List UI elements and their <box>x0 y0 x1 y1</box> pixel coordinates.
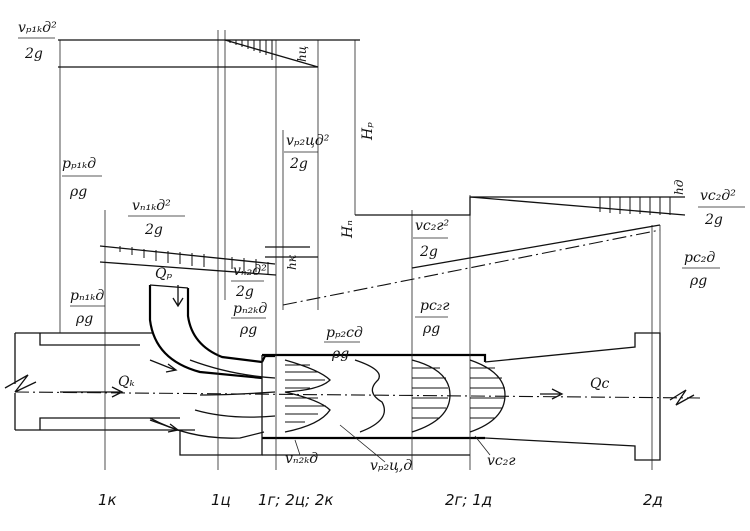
p-c2d-den: ρg <box>689 273 707 289</box>
v-c2g-num: vc₂г² <box>415 218 449 234</box>
v-c2d-num: vc₂д² <box>700 188 736 204</box>
p-c2g-num: pc₂г <box>420 298 450 314</box>
p-p1kd-den: ρg <box>69 184 87 200</box>
v-n1kd-den: 2g <box>144 222 163 238</box>
p-n1kd-den: ρg <box>75 311 93 327</box>
section-2g-1d: 2г; 1д <box>445 491 492 509</box>
labels: vₚ₁ₖд² 2g pₚ₁ₖд ρg vₙ₁ₖд² 2g pₙ₁ₖд ρg Qₚ… <box>18 20 745 474</box>
section-labels: 1к 1ц 1г; 2ц; 2к 2г; 1д 2д <box>98 491 663 509</box>
section-2d: 2д <box>643 491 663 509</box>
h-d-label: hд <box>672 179 686 195</box>
p-p1kd-num: pₚ₁ₖд <box>62 156 96 172</box>
v-c2g-bottom-label: vc₂г <box>487 453 515 469</box>
p-p2sd-den: ρg <box>331 346 349 362</box>
p-n1kd-num: pₙ₁ₖд <box>70 288 104 304</box>
h-ts-label: hц <box>295 46 309 62</box>
p-p2sd-num: pₚ₂cд <box>326 325 363 341</box>
p-n2kd-num: pₙ₂ₖд <box>233 301 267 317</box>
velocity-profiles <box>189 359 506 433</box>
H-p-label: Hₚ <box>360 122 376 141</box>
p-n2kd-den: ρg <box>239 322 257 338</box>
v-n2d-den: 2g <box>235 284 254 300</box>
H-n-label: Hₙ <box>340 220 356 239</box>
v-p2td-label: vₚ₂ц,д <box>370 458 412 474</box>
section-1g-2ts-2k: 1г; 2ц; 2к <box>258 491 333 509</box>
section-1ts: 1ц <box>211 491 231 509</box>
velocity-head-hatching <box>119 40 671 274</box>
v-p1kd-num: vₚ₁ₖд² <box>18 20 57 36</box>
qc-label: Qc <box>590 376 609 392</box>
section-1k: 1к <box>98 491 117 509</box>
v-c2d-den: 2g <box>704 212 723 228</box>
p-c2g-den: ρg <box>422 321 440 337</box>
qp-label: Qₚ <box>155 266 172 282</box>
qk-label: Qₖ <box>118 374 135 390</box>
energy-lines <box>58 39 686 306</box>
v-p2ts-den: 2g <box>289 156 308 172</box>
v-n2kd-label: vₙ₂ₖд <box>285 451 318 467</box>
v-p1kd-den: 2g <box>24 46 43 62</box>
device-outline <box>4 30 701 470</box>
h-k-label: hк <box>285 254 299 270</box>
v-c2g-den: 2g <box>419 244 438 260</box>
v-p2ts-num: vₚ₂цд² <box>286 133 330 149</box>
v-n1kd-num: vₙ₁ₖд² <box>132 198 171 214</box>
v-n2d-num: vₙ₂д² <box>233 263 267 279</box>
p-c2d-num: pc₂д <box>684 250 715 266</box>
flow-arrows <box>60 285 564 433</box>
